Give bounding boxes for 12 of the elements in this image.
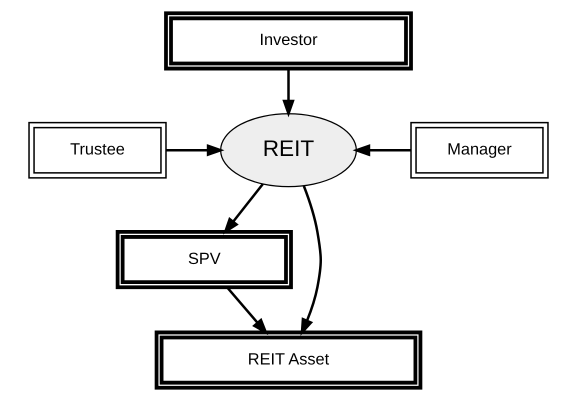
node-box: Manager [410, 122, 548, 179]
arrow [300, 186, 322, 336]
node-box: SPV [115, 230, 292, 290]
arrow [166, 144, 224, 156]
node-ellipse: REIT [220, 113, 356, 188]
node-box: Investor [164, 11, 412, 70]
arrow [226, 286, 268, 336]
node-box: REIT Asset [154, 330, 422, 390]
arrow [352, 144, 410, 156]
node-box: Trustee [28, 122, 166, 179]
arrow [282, 68, 294, 118]
arrow [222, 183, 264, 235]
